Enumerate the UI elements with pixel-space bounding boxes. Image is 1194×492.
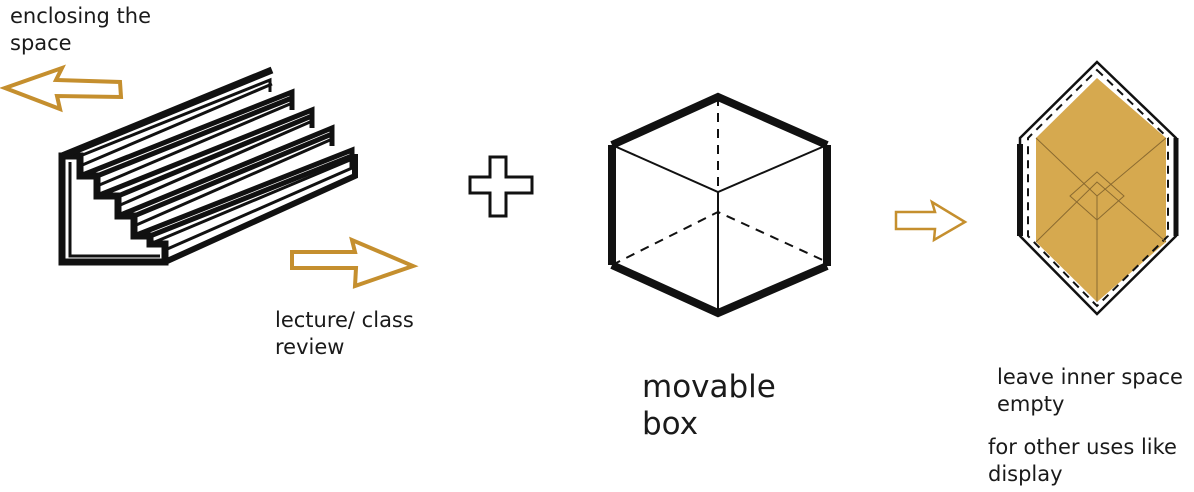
lecture-label: lecture/ class review — [275, 308, 414, 360]
arrow-right-icon — [290, 236, 419, 289]
stepped-seating — [58, 66, 358, 266]
arrow-left-icon — [0, 64, 124, 113]
arrow-right-icon — [894, 199, 968, 243]
cube — [608, 92, 831, 318]
movable-box-label: movable box — [642, 369, 776, 443]
hexagon-plan — [1017, 60, 1179, 316]
enclosing-label: enclosing the space — [10, 4, 152, 56]
plus-icon — [468, 155, 534, 218]
leave-inner-label: leave inner space empty — [997, 365, 1183, 417]
other-uses-label: for other uses like display — [988, 435, 1177, 487]
